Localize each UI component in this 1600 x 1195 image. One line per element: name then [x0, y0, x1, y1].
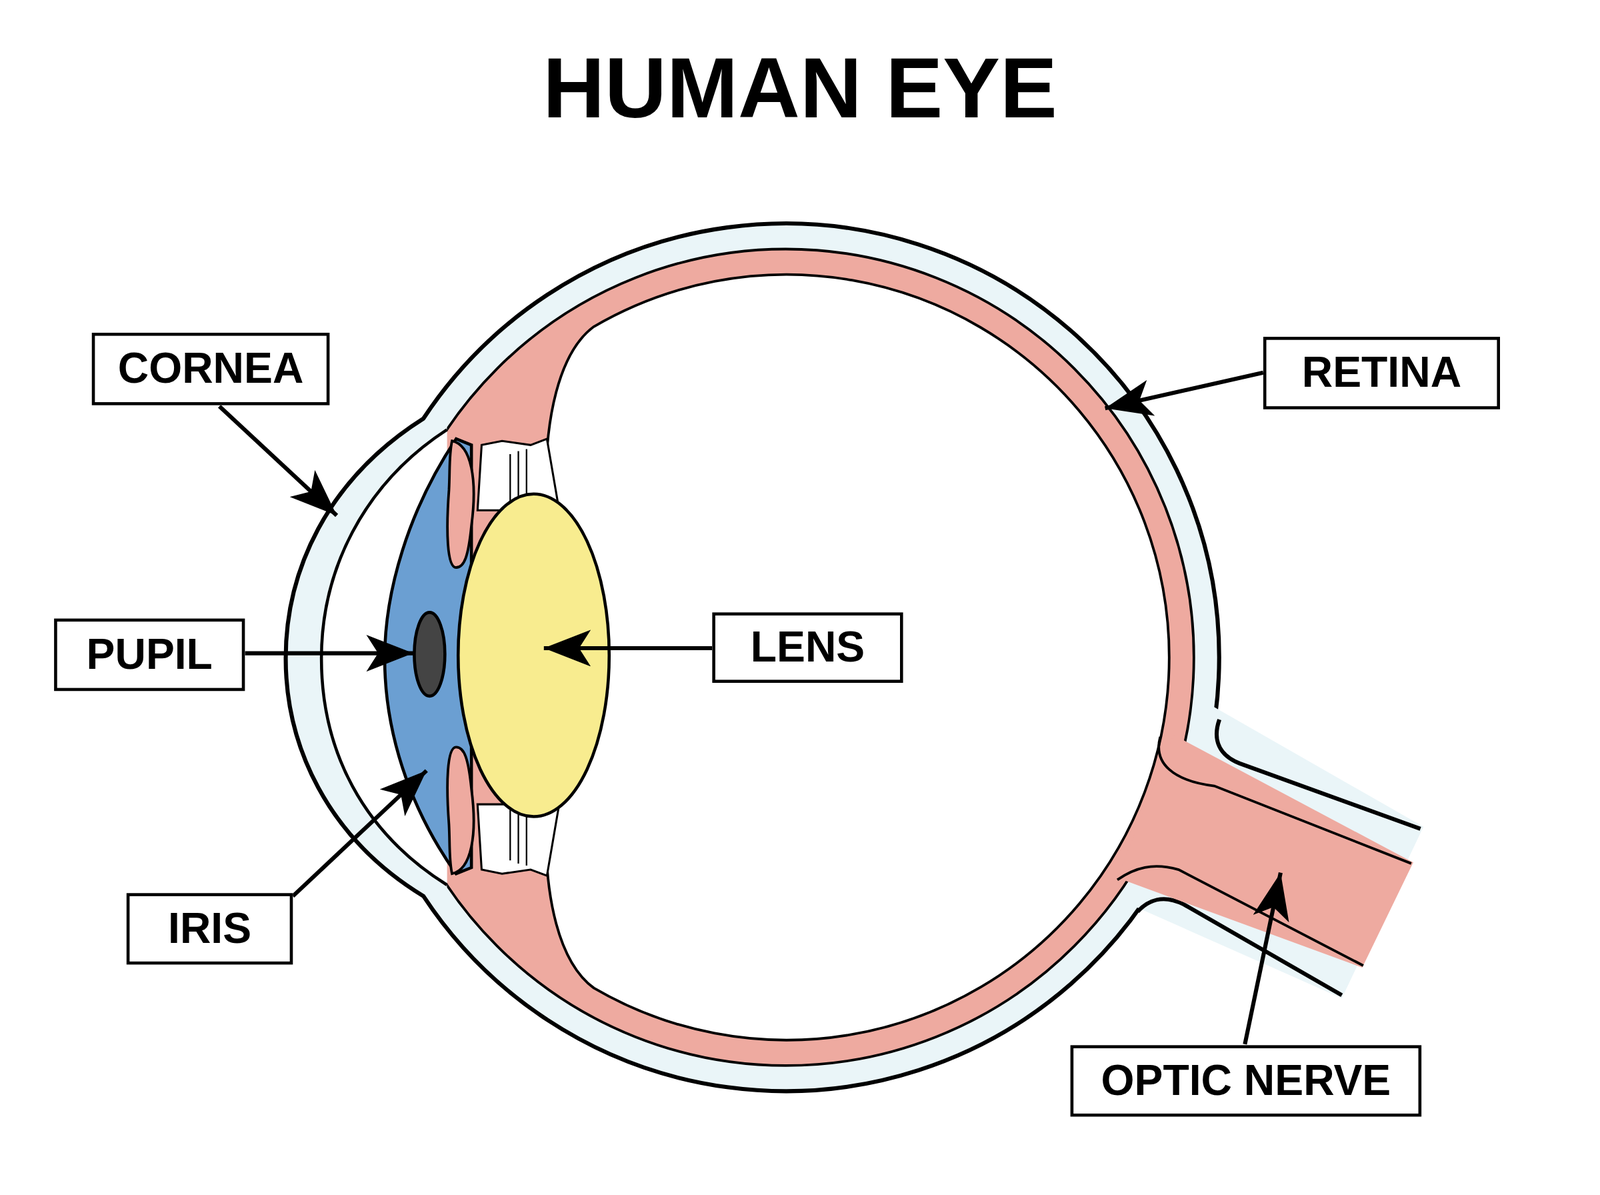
pupil-shape [414, 612, 445, 696]
nerve-top-line [1158, 736, 1412, 864]
label-text: LENS [750, 624, 865, 672]
iris-root-bottom [447, 746, 474, 874]
leader-line [1244, 872, 1281, 1044]
diagram-title: HUMAN EYE [0, 44, 1600, 131]
label-box: RETINA [1263, 336, 1500, 410]
label-text: PUPIL [86, 631, 213, 679]
label-box: PUPIL [54, 618, 245, 692]
leader-line [1105, 372, 1264, 409]
label-text: RETINA [1302, 349, 1462, 397]
nerve-bottom-line [1117, 866, 1364, 966]
sclera-cornea [286, 223, 1220, 1091]
retina-band [446, 248, 1194, 1065]
label-text: CORNEA [118, 345, 304, 393]
label-text: OPTIC NERVE [1101, 1057, 1392, 1105]
label-box: IRIS [126, 892, 293, 964]
optic-nerve-core [1117, 734, 1414, 968]
lens-shape [458, 494, 610, 817]
vitreous-body [546, 274, 1170, 1040]
leader-line [219, 406, 337, 516]
label-box: OPTIC NERVE [1070, 1044, 1422, 1116]
leader-line [244, 651, 414, 656]
leader-line [544, 646, 713, 650]
iris-root-top [447, 440, 474, 568]
zonule-fibres-bottom [510, 809, 526, 866]
label-text: IRIS [168, 905, 252, 953]
label-box: LENS [712, 612, 903, 683]
leader-line [292, 770, 427, 896]
label-box: CORNEA [92, 332, 330, 406]
